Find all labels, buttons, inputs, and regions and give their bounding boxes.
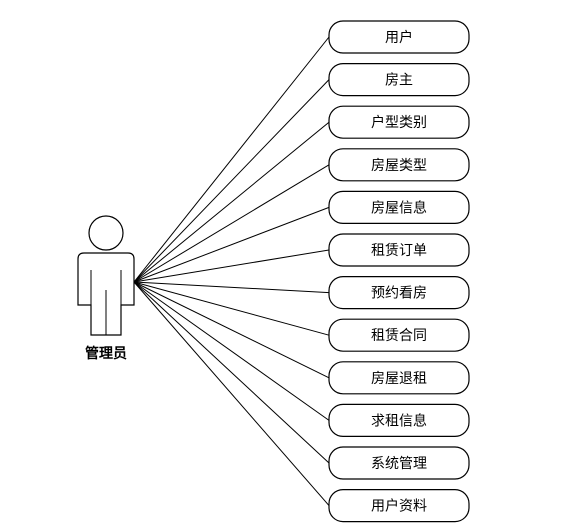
use-case: 房屋退租 xyxy=(328,361,470,395)
use-case-box xyxy=(328,20,470,54)
association-line xyxy=(133,281,330,421)
use-case: 用户资料 xyxy=(328,489,470,523)
association-line xyxy=(133,206,330,283)
actor-label: 管理员 xyxy=(85,345,127,362)
use-case: 房主 xyxy=(328,62,470,97)
use-case-label: 户型类别 xyxy=(371,114,427,131)
use-case: 用户 xyxy=(328,20,470,54)
use-case-label: 房屋退租 xyxy=(371,371,427,387)
use-case: 房屋信息 xyxy=(328,190,470,224)
use-case-box xyxy=(328,318,470,352)
use-case: 房屋类型 xyxy=(328,148,470,182)
association-line xyxy=(133,79,330,283)
association-line xyxy=(133,281,330,464)
use-case: 预约看房 xyxy=(328,276,470,310)
use-case-box xyxy=(328,489,470,523)
use-case-label: 用户资料 xyxy=(371,498,427,515)
use-case-list: 用户房主户型类别房屋类型房屋信息租赁订单预约看房租赁合同房屋退租求租信息系统管理… xyxy=(328,20,470,523)
use-case-box xyxy=(328,403,470,437)
use-case-label: 房主 xyxy=(385,73,413,89)
use-case: 求租信息 xyxy=(328,403,470,437)
actor-head xyxy=(88,215,124,251)
use-case: 租赁订单 xyxy=(328,233,470,267)
use-case: 租赁合同 xyxy=(328,318,470,352)
association-line xyxy=(133,281,330,506)
association-line xyxy=(133,164,330,283)
association-line xyxy=(133,281,330,294)
use-case: 系统管理 xyxy=(328,446,470,480)
association-line xyxy=(133,281,330,379)
use-case-label: 系统管理 xyxy=(371,456,427,472)
use-case-box xyxy=(328,105,470,139)
use-case-label: 租赁订单 xyxy=(371,243,427,259)
use-case-box xyxy=(328,446,470,480)
use-case-label: 房屋信息 xyxy=(371,199,427,216)
use-case-box xyxy=(328,361,470,395)
use-case-box xyxy=(328,190,470,224)
use-case-box xyxy=(328,233,470,267)
use-case-box xyxy=(328,148,470,182)
use-case-box xyxy=(328,276,470,310)
use-case: 户型类别 xyxy=(328,105,470,139)
association-line xyxy=(133,121,330,283)
association-line xyxy=(133,36,330,283)
association-lines xyxy=(133,36,330,506)
use-case-label: 租赁合同 xyxy=(371,328,427,344)
actor-figure: 管理员 xyxy=(77,215,135,362)
use-case-label: 房屋类型 xyxy=(371,158,427,174)
use-case-label: 求租信息 xyxy=(371,412,427,429)
use-case-label: 用户 xyxy=(385,29,413,46)
association-line xyxy=(133,281,330,336)
association-line xyxy=(133,249,330,283)
use-case-box xyxy=(328,62,470,97)
use-case-label: 预约看房 xyxy=(371,286,427,302)
